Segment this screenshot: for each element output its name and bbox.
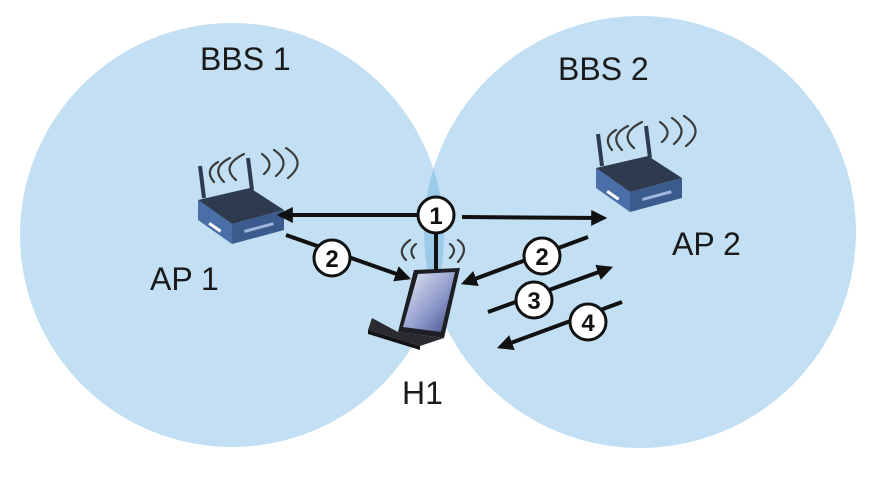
step-marker: 1: [416, 195, 456, 235]
bss2-coverage-area: [424, 16, 856, 448]
radio-waves-icon: [400, 238, 466, 264]
bss2-label: BBS 2: [558, 51, 649, 87]
ap2-label: AP 2: [672, 226, 741, 262]
bss1-label: BBS 1: [200, 41, 291, 77]
wireless-router-icon: [198, 146, 299, 244]
step-number: 4: [581, 310, 595, 337]
radio-waves-icon: [606, 114, 697, 152]
host-label: H1: [402, 375, 443, 411]
step1-arrow-ap2: [461, 209, 608, 226]
step-marker: 2: [312, 238, 352, 278]
radio-waves-icon: [208, 146, 299, 184]
step-marker: 3: [514, 280, 554, 320]
step-marker: 2: [522, 236, 562, 276]
step-number: 2: [535, 244, 548, 271]
wireless-router-icon: [596, 114, 697, 212]
step-marker: 4: [568, 302, 608, 342]
laptop-icon: [368, 238, 466, 350]
ap1-label: AP 1: [150, 261, 219, 297]
step-number: 3: [527, 288, 540, 315]
step-number: 1: [429, 203, 442, 230]
step-number: 2: [325, 246, 338, 273]
